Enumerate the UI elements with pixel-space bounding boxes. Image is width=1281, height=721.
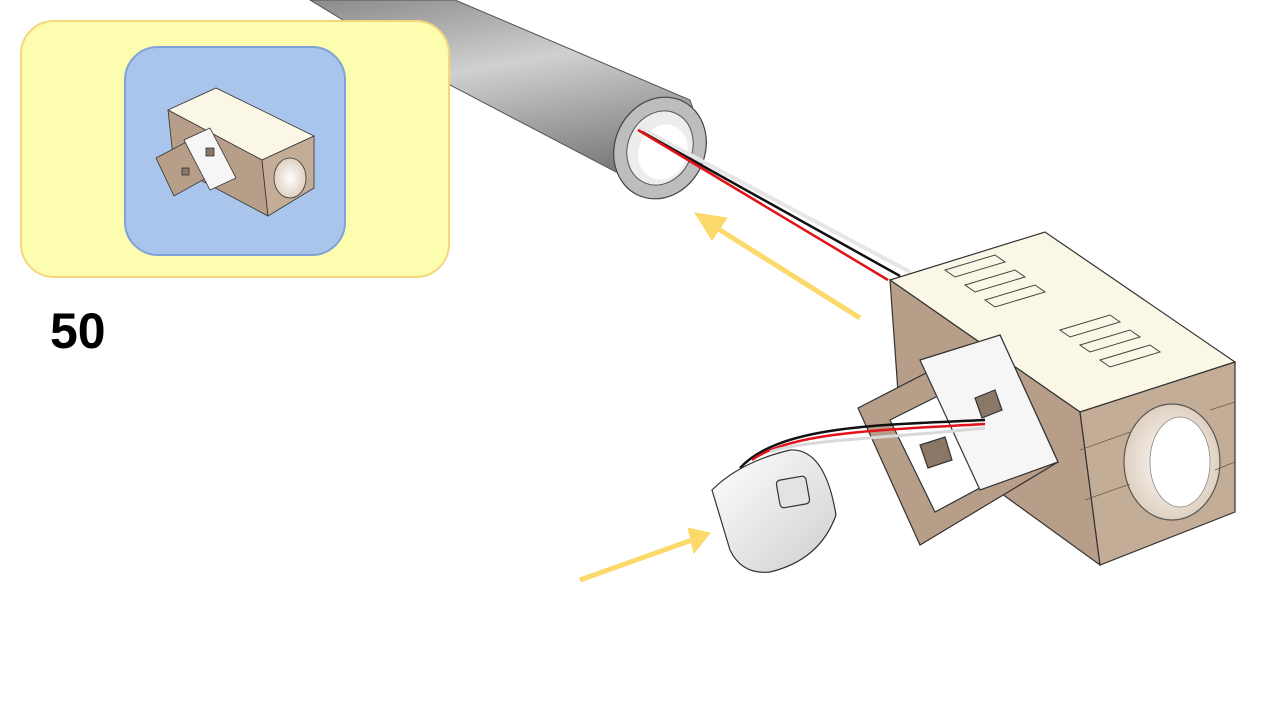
square-frame: [857, 334, 1059, 546]
preview-thumbnail: [124, 46, 346, 256]
step-number: 50: [50, 303, 106, 359]
clip: [711, 449, 837, 573]
wires: [637, 126, 911, 282]
step-preview-card: [20, 20, 450, 278]
clip-wires: [739, 418, 986, 469]
arrow-icon: [579, 212, 862, 583]
cube-block-icon: [155, 87, 315, 217]
